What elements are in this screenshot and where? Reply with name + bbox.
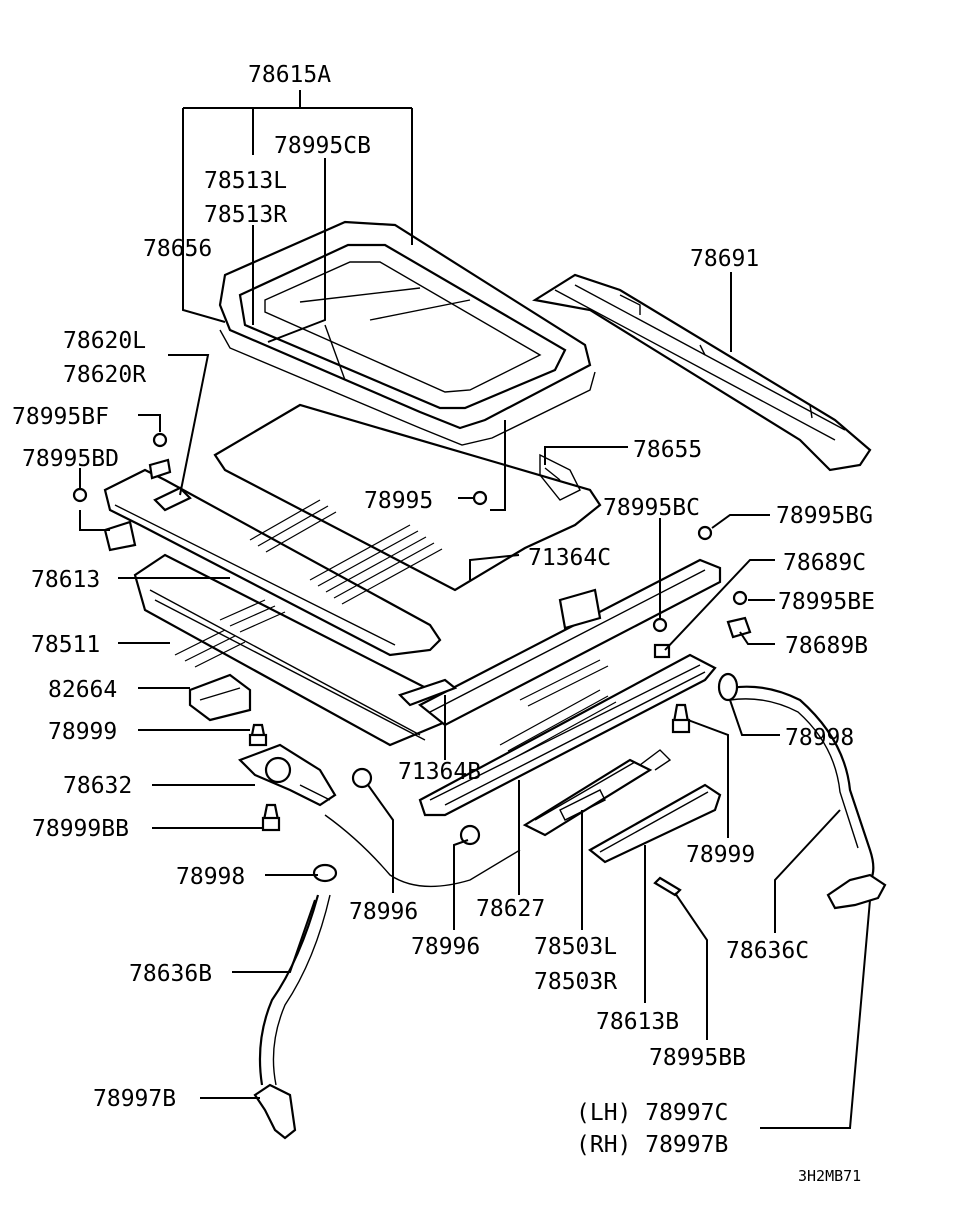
label-78636C: 78636C bbox=[726, 938, 809, 964]
label-78999-left: 78999 bbox=[48, 719, 117, 745]
label-78511: 78511 bbox=[31, 632, 100, 658]
label-78998-left: 78998 bbox=[176, 864, 245, 890]
label-78627: 78627 bbox=[476, 896, 545, 922]
label-78691: 78691 bbox=[690, 246, 759, 272]
label-78999BB: 78999BB bbox=[32, 816, 129, 842]
label-78997B-rh: (RH) 78997B bbox=[576, 1132, 728, 1158]
screw-78995bc bbox=[652, 617, 668, 633]
label-78996-a: 78996 bbox=[349, 899, 418, 925]
label-78615A: 78615A bbox=[248, 62, 331, 88]
label-78997B: 78997B bbox=[93, 1086, 176, 1112]
grommet-a bbox=[351, 767, 373, 789]
diagram-code: 3H2MB71 bbox=[798, 1167, 861, 1185]
label-78620R: 78620R bbox=[63, 362, 146, 388]
bolt-78999-right bbox=[671, 703, 691, 734]
label-78997C-lh: (LH) 78997C bbox=[576, 1100, 728, 1126]
clip-78689c bbox=[653, 643, 671, 659]
drain-trough bbox=[588, 783, 722, 864]
label-78503R: 78503R bbox=[534, 969, 617, 995]
deflector-panel bbox=[532, 273, 872, 472]
label-78632: 78632 bbox=[63, 773, 132, 799]
control-unit bbox=[188, 673, 252, 722]
label-78689B: 78689B bbox=[785, 633, 868, 659]
glass-lid bbox=[218, 220, 596, 446]
label-78995: 78995 bbox=[364, 488, 433, 514]
label-78995BD: 78995BD bbox=[22, 446, 119, 472]
sunshade bbox=[213, 403, 602, 592]
label-78996-b: 78996 bbox=[411, 934, 480, 960]
label-78689C: 78689C bbox=[783, 550, 866, 576]
label-71364B: 71364B bbox=[398, 759, 481, 785]
label-82664: 82664 bbox=[48, 677, 117, 703]
grommet-b bbox=[459, 824, 481, 846]
label-78995CB: 78995CB bbox=[274, 133, 371, 159]
label-78636B: 78636B bbox=[129, 961, 212, 987]
bolt-78999bb bbox=[261, 803, 281, 832]
label-78503L: 78503L bbox=[534, 934, 617, 960]
screw-78995be bbox=[732, 590, 748, 606]
label-78513L: 78513L bbox=[204, 168, 287, 194]
screw-78995bb bbox=[653, 876, 682, 897]
screw-78995bd bbox=[72, 487, 88, 503]
seal-strip-71364b bbox=[397, 678, 458, 707]
label-78999-right: 78999 bbox=[686, 842, 755, 868]
label-78995BG: 78995BG bbox=[776, 503, 873, 529]
label-78613B: 78613B bbox=[596, 1009, 679, 1035]
screw-78995bg bbox=[697, 525, 713, 541]
part-labels: 78615A 78995CB 78513L 78513R 78656 78691… bbox=[12, 62, 875, 1185]
label-78513R: 78513R bbox=[204, 202, 287, 228]
clip-78689b bbox=[726, 616, 752, 639]
leader-lines bbox=[79, 90, 871, 1129]
label-78656: 78656 bbox=[143, 236, 212, 262]
screw-78995 bbox=[472, 490, 488, 506]
label-78995BF: 78995BF bbox=[12, 404, 109, 430]
cable bbox=[324, 814, 521, 888]
label-71364C: 71364C bbox=[528, 545, 611, 571]
seal-strip-71364c bbox=[558, 588, 602, 630]
label-78655: 78655 bbox=[633, 437, 702, 463]
drain-hose-right bbox=[717, 672, 887, 910]
label-78995BE: 78995BE bbox=[778, 589, 875, 615]
bolt-78999-left bbox=[248, 723, 268, 747]
sunroof-motor bbox=[238, 743, 337, 807]
label-78995BC: 78995BC bbox=[603, 495, 700, 521]
label-78613: 78613 bbox=[31, 567, 100, 593]
label-78998-right: 78998 bbox=[785, 725, 854, 751]
label-78995BB: 78995BB bbox=[649, 1045, 746, 1071]
cable-assembly bbox=[522, 749, 672, 837]
drain-hose-left bbox=[253, 863, 338, 1140]
label-78620L: 78620L bbox=[63, 328, 146, 354]
screw-78995bf bbox=[152, 432, 168, 448]
parts-illustration bbox=[72, 220, 887, 1140]
